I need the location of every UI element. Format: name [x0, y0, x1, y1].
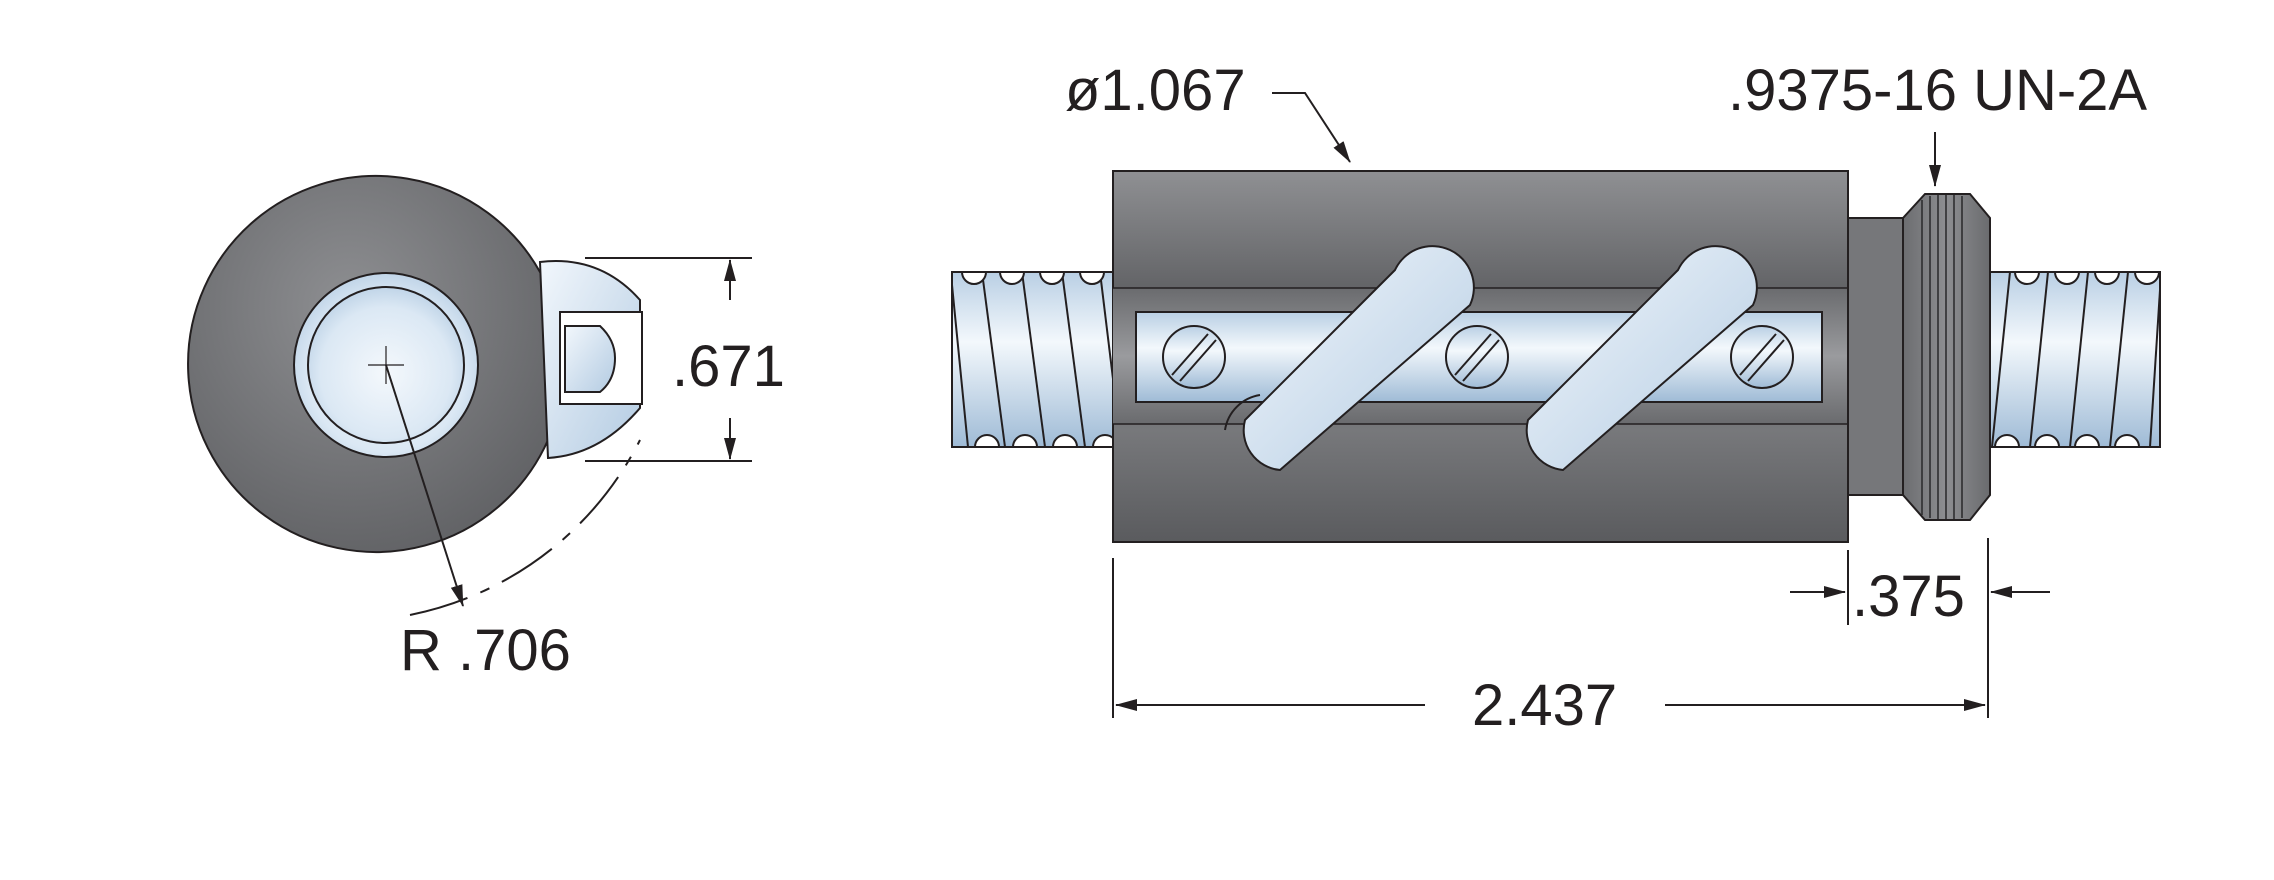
plate-screw-1 [1162, 325, 1226, 389]
height-dimension-label: .671 [672, 334, 785, 399]
diameter-leader [1272, 92, 1351, 163]
overall-length-label: 2.437 [1472, 673, 1617, 738]
plate-screw-3 [1730, 325, 1794, 389]
plate-screw-2 [1445, 325, 1509, 389]
side-view: ø1.067 .9375-16 UN-2A .375 2.437 [951, 58, 2161, 738]
radius-arc-dashed [409, 439, 641, 616]
flange-length-label: .375 [1852, 564, 1965, 629]
return-tube-2 [1525, 245, 1758, 472]
right-screw-shaft [1984, 271, 2161, 448]
left-screw-shaft [951, 271, 1121, 448]
nut-neck [1847, 217, 1904, 496]
thread-spec-label: .9375-16 UN-2A [1728, 58, 2147, 123]
end-view-clamp-detail [564, 325, 617, 393]
diameter-dimension-label: ø1.067 [1065, 58, 1246, 123]
radius-dimension-label: R .706 [400, 618, 571, 683]
end-view: .671 R .706 [187, 175, 785, 683]
radius-leader [385, 364, 464, 607]
return-tube-1 [1224, 245, 1475, 472]
flange-thread-lines [1921, 195, 1963, 519]
